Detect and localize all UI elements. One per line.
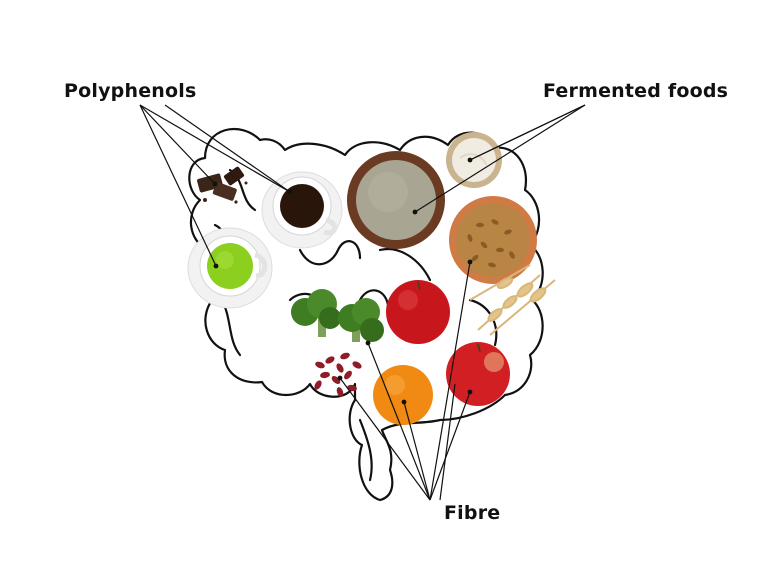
- green-tea-cup-icon: [187, 227, 273, 309]
- leader-lines: [139, 104, 586, 501]
- coffee-cup-icon: [261, 171, 343, 249]
- kefir-bowl-icon: [347, 151, 445, 249]
- red-apple-2-icon: [446, 342, 510, 406]
- label-fibre: Fibre: [444, 502, 501, 524]
- orange-icon: [373, 365, 433, 425]
- label-fermented-foods: Fermented foods: [543, 80, 729, 102]
- label-polyphenols: Polyphenols: [64, 80, 197, 102]
- red-beans-icon: [314, 352, 362, 397]
- red-apple-icon: [386, 280, 450, 344]
- grain-bowl-icon: [449, 196, 537, 284]
- leader-dots: [212, 157, 473, 405]
- yogurt-cup-icon: [446, 132, 502, 188]
- chocolate-pieces: [197, 166, 248, 204]
- wheat-stalks-icon: [469, 264, 556, 336]
- broccoli-icon: [291, 289, 384, 342]
